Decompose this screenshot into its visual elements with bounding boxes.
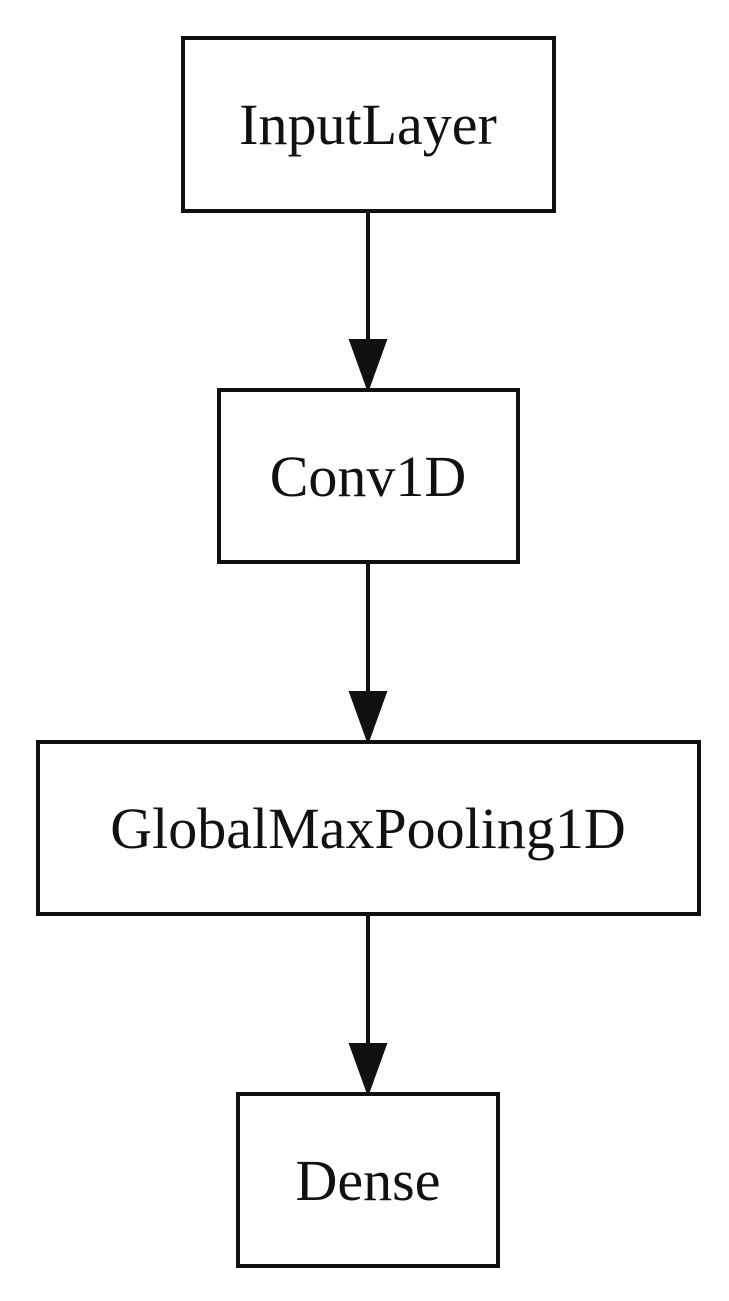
- edge-pool-to-dense: [348, 914, 388, 1097]
- node-global-max-pooling1d-label: GlobalMaxPooling1D: [110, 796, 626, 861]
- node-conv1d: Conv1D: [217, 388, 520, 564]
- edge-conv-to-pool: [348, 562, 388, 745]
- node-conv1d-label: Conv1D: [270, 444, 467, 509]
- edge-input-to-conv: [348, 212, 388, 393]
- node-input-layer: InputLayer: [181, 36, 556, 213]
- node-dense: Dense: [236, 1092, 500, 1268]
- node-dense-label: Dense: [296, 1148, 441, 1213]
- node-input-layer-label: InputLayer: [239, 92, 497, 157]
- node-global-max-pooling1d: GlobalMaxPooling1D: [36, 740, 701, 916]
